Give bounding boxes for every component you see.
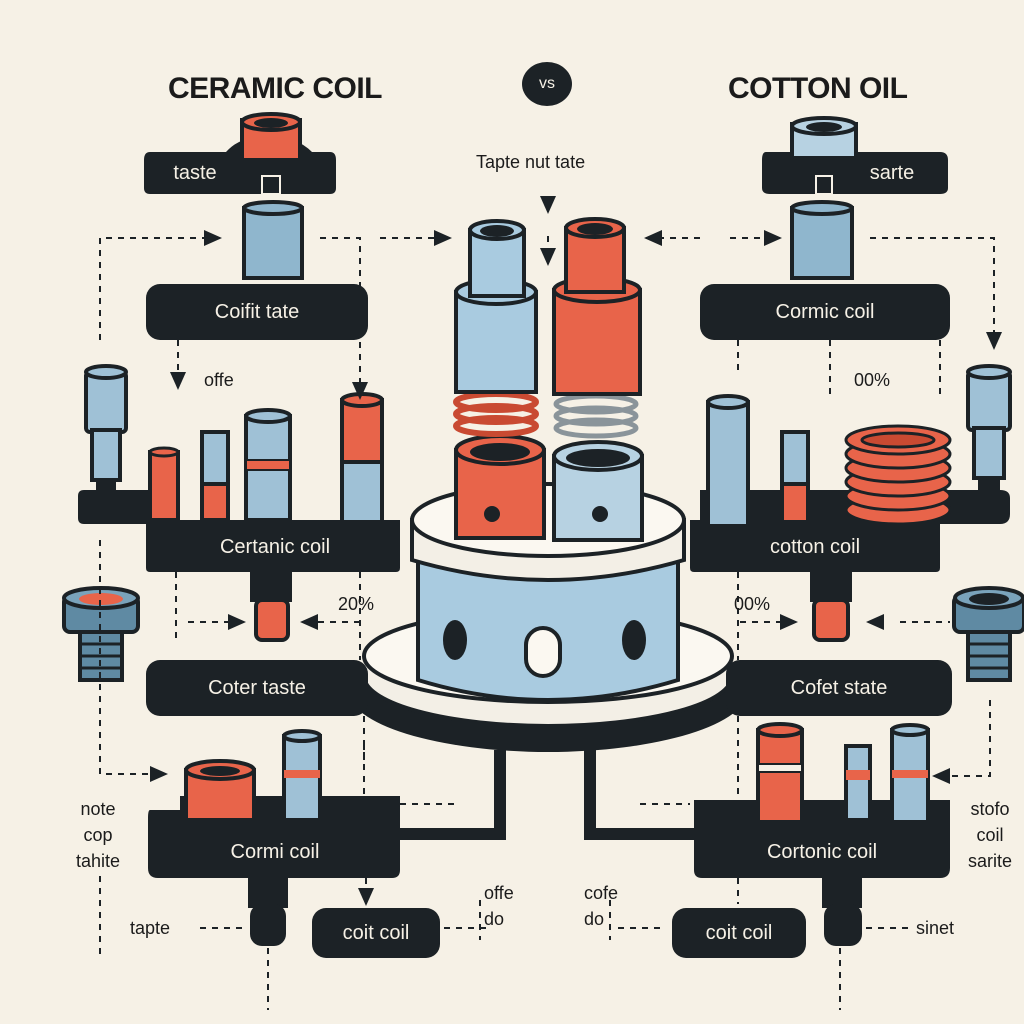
left-blue-tube-large: [244, 408, 292, 522]
right-pill-3-percent: 00%: [734, 594, 771, 614]
left-center-note: offe do: [484, 880, 514, 932]
left-coral-cup-small: [184, 759, 256, 822]
vs-badge: vs: [522, 62, 572, 106]
central-coral-cup: [454, 434, 546, 540]
right-center-note: cofe do: [584, 880, 618, 932]
right-coral-tube-bottom: [756, 722, 804, 824]
left-side-note-line-3: tahite: [76, 851, 121, 871]
left-blue-coral-tube: [200, 430, 230, 522]
right-pill-3: [726, 660, 952, 716]
left-coral-tube-small: [148, 446, 180, 522]
right-pill-1-label: Cormic coil: [775, 300, 875, 323]
central-coral-spring: [453, 391, 539, 437]
central-bottom-connector: [400, 750, 694, 840]
central-blue-cup: [552, 440, 644, 542]
central-coral-tower: [552, 217, 642, 396]
right-title: COTTON OIL: [728, 72, 908, 105]
left-blue-tube-bottom: [282, 729, 322, 822]
left-pill-1: [146, 284, 368, 340]
left-side-note: note cop tahite: [76, 796, 120, 874]
left-bottom-note: tapte: [130, 918, 171, 938]
left-bottom-pill-label: coit coil: [342, 921, 410, 944]
right-center-note-line-2: do: [584, 909, 605, 929]
right-blue-cylinder: [790, 200, 854, 280]
left-pill-4-label: Cormi coil: [230, 840, 320, 863]
left-pill-1-label: Coifit tate: [214, 300, 300, 323]
right-coral-spring-large: [844, 424, 952, 526]
left-center-note-line-1: offe: [484, 883, 514, 903]
left-note-1: offe: [204, 370, 234, 390]
left-pill-3: [146, 660, 368, 716]
right-blue-tube-tall: [890, 723, 930, 824]
left-top-pill-label: taste: [173, 161, 217, 184]
dashed-arrows: [99, 196, 1002, 1010]
left-bottom-pill: [312, 908, 440, 958]
left-side-note-line-2: cop: [83, 825, 113, 845]
central-grey-spring: [553, 393, 639, 439]
left-coral-blue-tube: [340, 392, 384, 524]
left-center-note-line-2: do: [484, 909, 505, 929]
right-threaded-fitting: [952, 586, 1024, 682]
right-bottom-note: sinet: [916, 918, 955, 938]
right-top-pill: [762, 116, 948, 195]
left-blue-cylinder: [242, 200, 304, 280]
left-side-note-line-1: note: [80, 799, 116, 819]
left-nozzle-bottom: [248, 878, 288, 946]
right-edge-connector: [966, 364, 1012, 490]
left-title: CERAMIC COIL: [168, 72, 383, 105]
right-blue-coral-tube: [780, 430, 810, 524]
right-blue-tube-small: [844, 744, 872, 822]
left-pill-3-percent: 20%: [338, 594, 375, 614]
right-side-note-line-1: stofo: [970, 799, 1010, 819]
left-nozzle-mid: [250, 572, 292, 642]
center-caption: Tapte nut tate: [476, 152, 586, 172]
right-bottom-pill: [672, 908, 806, 958]
left-edge-connector: [84, 364, 128, 492]
right-pill-1: [700, 284, 950, 340]
right-nozzle-mid: [810, 572, 852, 642]
right-side-note: stofo coil sarite: [968, 796, 1012, 874]
right-note-1: 00%: [854, 370, 891, 390]
right-top-pill-label: sarte: [869, 161, 915, 184]
right-bottom-pill-label: coit coil: [705, 921, 773, 944]
right-blue-tube-a: [706, 394, 750, 528]
right-side-note-line-3: sarite: [968, 851, 1013, 871]
central-blue-tower: [454, 219, 538, 394]
right-pill-3-label: Cofet state: [790, 676, 888, 699]
right-center-note-line-1: cofe: [584, 883, 619, 903]
left-top-pill: [144, 112, 336, 195]
left-pill-3-label: Coter taste: [208, 676, 306, 699]
right-side-note-line-2: coil: [976, 825, 1004, 845]
right-pill-2-label: cotton coil: [769, 535, 861, 558]
left-pill-2-label: Certanic coil: [219, 535, 331, 558]
left-pill-2: [78, 490, 400, 572]
right-pill-4-label: Cortonic coil: [766, 840, 878, 863]
central-platform: [348, 482, 748, 752]
right-nozzle-bottom: [822, 878, 862, 946]
